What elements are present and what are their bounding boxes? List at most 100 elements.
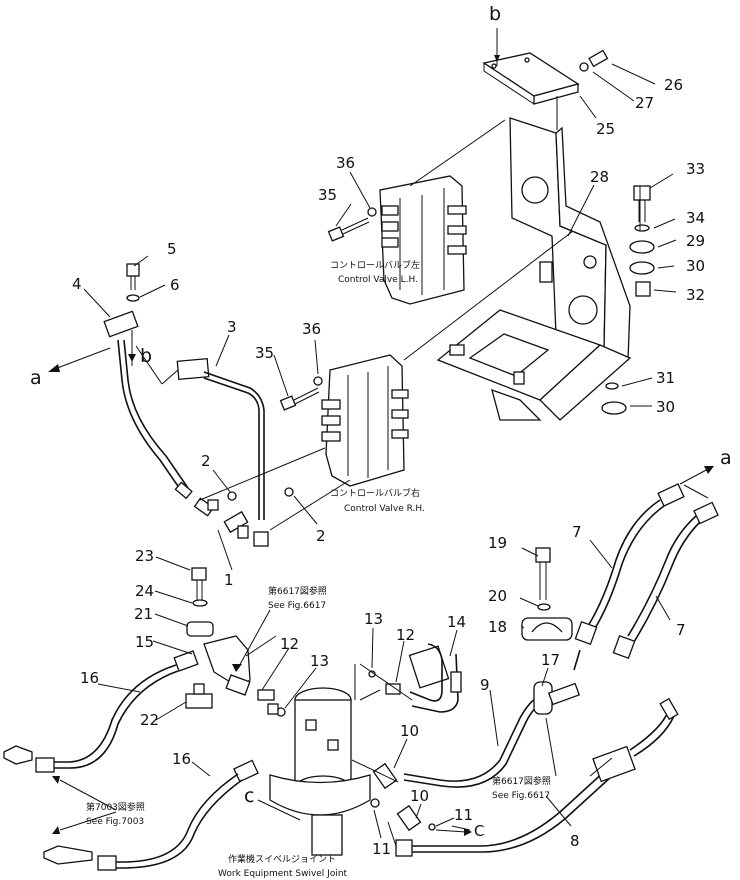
fitting-12b — [257, 689, 275, 701]
note-6617b-jp: 第6617図参照 — [492, 775, 551, 787]
callout-35b: 35 — [255, 344, 274, 362]
oring-11b — [428, 823, 436, 831]
ref-arrow-7003-2 — [52, 826, 60, 834]
callout-22: 22 — [140, 711, 159, 729]
letter-c-left: c — [244, 785, 254, 807]
callout-13b: 13 — [310, 652, 329, 670]
bolt-19 — [535, 547, 551, 611]
letter-b-top: b — [489, 3, 501, 25]
letter-b-left: b — [140, 345, 152, 367]
swivel-en: Work Equipment Swivel Joint — [218, 869, 348, 879]
oring-31 — [605, 382, 619, 390]
cushion-30-upper — [629, 261, 655, 275]
callout-36a: 36 — [336, 154, 355, 172]
callout-24: 24 — [135, 582, 154, 600]
callout-11b: 11 — [372, 840, 391, 858]
oring-2b — [284, 487, 294, 497]
bolt-35-lower — [279, 376, 323, 411]
washer-6 — [126, 294, 140, 302]
callout-1: 1 — [224, 571, 234, 589]
ref-leader-7003-1 — [59, 779, 117, 811]
note-7003-en: See Fig.7003 — [86, 817, 144, 827]
callout-25: 25 — [596, 120, 615, 138]
callout-28: 28 — [590, 168, 609, 186]
callout-8: 8 — [570, 832, 580, 850]
letter-a-left: a — [30, 367, 42, 389]
callout-32: 32 — [686, 286, 705, 304]
callout-20: 20 — [488, 587, 507, 605]
fitting-12c — [267, 703, 279, 715]
arrow-a-right — [679, 466, 714, 485]
control-valve-rh — [321, 354, 409, 487]
callout-35a: 35 — [318, 186, 337, 204]
callout-16b: 16 — [172, 750, 191, 768]
hose-16-upper — [35, 650, 199, 773]
cushion-30-lower — [601, 401, 627, 415]
ref-leader-7003-2 — [59, 811, 117, 831]
swivel-joint — [269, 687, 371, 856]
oring-11a — [370, 798, 380, 808]
valve-mounting-frame — [436, 117, 632, 421]
ref-leader-6617a — [237, 609, 271, 669]
callout-13a: 13 — [364, 610, 383, 628]
oring-2a — [227, 491, 237, 501]
callout-10a: 10 — [400, 722, 419, 740]
callout-9: 9 — [480, 676, 490, 694]
callout-11a: 11 — [454, 806, 473, 824]
callout-30a: 30 — [686, 257, 705, 275]
callout-31: 31 — [656, 369, 675, 387]
valve-rh-jp: コントロールバルブ右 — [330, 487, 420, 499]
bolt-26 — [579, 49, 609, 72]
hose-end-arrow-lower — [43, 845, 93, 865]
ref-leader-6617b-2 — [589, 757, 613, 777]
leader-lines — [135, 119, 709, 847]
callout-26: 26 — [664, 76, 683, 94]
callout-33: 33 — [686, 160, 705, 178]
callout-36b: 36 — [302, 320, 321, 338]
callout-3: 3 — [227, 318, 237, 336]
clamp-22 — [185, 683, 213, 709]
bolt-35-upper — [327, 207, 377, 242]
note-6617b-en: See Fig.6617 — [492, 791, 550, 801]
clamp-21 — [186, 621, 214, 637]
valve-rh-en: Control Valve R.H. — [344, 504, 425, 514]
callout-21: 21 — [134, 605, 153, 623]
tube-14 — [408, 643, 462, 713]
callout-27: 27 — [635, 94, 654, 112]
clamp-18 — [521, 617, 573, 641]
note-7003-jp: 第7003図参照 — [86, 801, 145, 813]
hose-9 — [403, 695, 545, 788]
note-6617a-en: See Fig.6617 — [268, 601, 326, 611]
callout-29: 29 — [686, 232, 705, 250]
elbow-fitting-1a — [193, 497, 219, 517]
ref-arrow-6617a — [232, 664, 242, 672]
elbow-fitting-10b — [396, 804, 422, 832]
callout-10b: 10 — [410, 787, 429, 805]
bolt-33 — [633, 185, 651, 222]
fitting-11c — [395, 839, 413, 857]
bracket-15 — [203, 635, 251, 696]
callout-15: 15 — [135, 633, 154, 651]
hose-16-lower — [97, 759, 259, 871]
callout-leaders — [83, 63, 677, 839]
callout-34: 34 — [686, 209, 705, 227]
arrow-c-right — [435, 828, 472, 836]
callout-6: 6 — [170, 276, 180, 294]
ref-leader-6617b-1 — [545, 717, 557, 777]
callout-17: 17 — [541, 651, 560, 669]
arrow-c-left — [257, 799, 301, 821]
letter-a-right: a — [720, 447, 732, 469]
bracket-plate — [482, 52, 580, 105]
callout-30b: 30 — [656, 398, 675, 416]
washer-34 — [634, 224, 650, 232]
bolt-5 — [126, 263, 140, 290]
note-6617a-jp: 第6617図参照 — [268, 585, 327, 597]
collar-32 — [635, 281, 651, 297]
callout-2a: 2 — [201, 452, 211, 470]
hose-end-arrow-upper — [3, 745, 33, 765]
callout-5: 5 — [167, 240, 177, 258]
fitting-12a — [385, 683, 401, 695]
valve-lh-en: Control Valve L.H. — [338, 275, 418, 285]
arrow-a-left — [48, 347, 111, 372]
